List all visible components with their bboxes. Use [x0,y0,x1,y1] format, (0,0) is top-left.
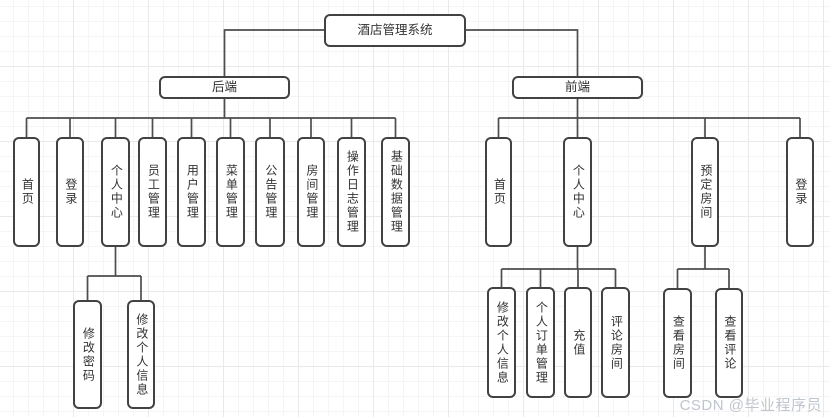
node-backend-basic-data-management: 基础数据管理 [381,137,410,247]
node-backend-room-management: 房间管理 [297,137,325,247]
node-frontend-personal-center: 个人中心 [563,137,592,247]
node-frontend-edit-personal-info: 修改个人信息 [487,287,516,398]
node-backend-menu-management: 菜单管理 [216,137,245,247]
node-backend-change-password: 修改密码 [73,300,102,409]
node-backend-user-management: 用户管理 [177,137,206,247]
node-backend-home: 首页 [13,137,40,247]
csdn-watermark: CSDN @毕业程序员 [679,397,822,414]
node-frontend-view-comments: 查看评论 [715,288,743,398]
node-frontend-book-room: 预定房间 [691,137,719,247]
node-backend-employee-management: 员工管理 [138,137,167,247]
node-frontend: 前端 [512,76,643,99]
node-backend-edit-personal-info: 修改个人信息 [127,300,155,409]
node-frontend-login: 登录 [786,137,814,247]
node-backend-operation-log-management: 操作日志管理 [337,137,366,247]
node-backend-personal-center: 个人中心 [101,137,130,247]
node-frontend-home: 首页 [485,137,512,247]
node-backend-login: 登录 [56,137,84,247]
node-root-hotel-management-system: 酒店管理系统 [324,14,466,47]
node-frontend-order-management: 个人订单管理 [526,287,555,398]
node-frontend-view-room: 查看房间 [663,288,692,398]
node-frontend-recharge: 充值 [564,287,592,398]
node-frontend-comment-room: 评论房间 [601,287,630,398]
node-backend: 后端 [159,76,290,99]
node-backend-announcement-management: 公告管理 [255,137,285,247]
